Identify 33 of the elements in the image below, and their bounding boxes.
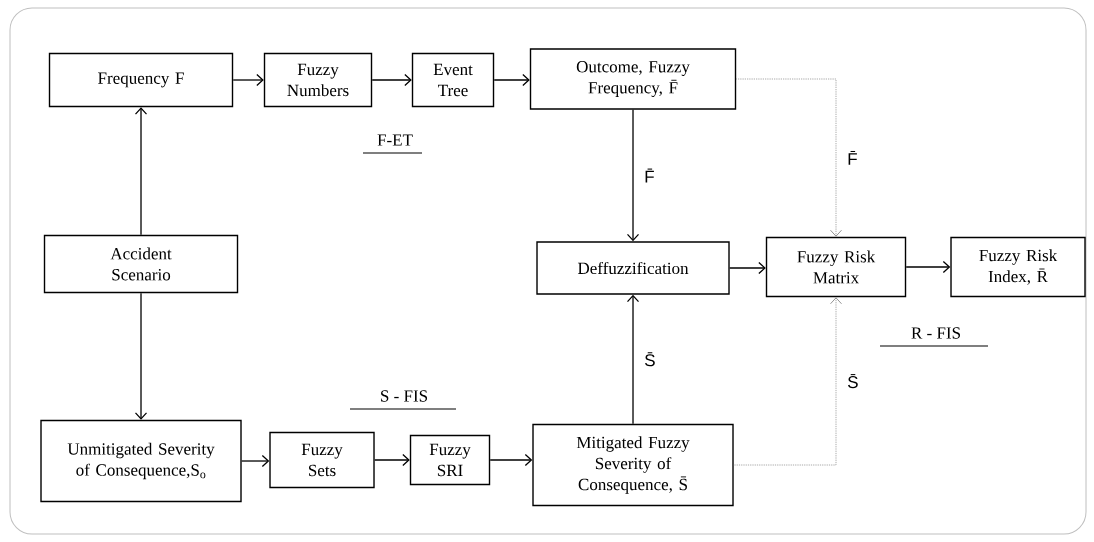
process-box: Mitigated Fuzzy Severity of Consequence, S̄ <box>532 423 734 507</box>
process-box: Unmitigated Severity of Consequence,S$_{o}$ <box>40 419 242 503</box>
section-label: R - FIS <box>879 327 989 347</box>
arrow <box>241 454 270 468</box>
process-box: Fuzzy Risk Index, R̄ <box>950 236 1086 298</box>
edge-label: S̄ <box>643 351 657 368</box>
edge-label: F̄ <box>846 149 859 166</box>
process-box: Fuzzy Sets <box>269 431 375 489</box>
arrow <box>232 73 264 87</box>
arrow <box>735 78 842 237</box>
arrow <box>371 73 412 87</box>
process-box: Frequency F <box>48 52 234 108</box>
arrow <box>134 107 148 236</box>
edge-label: S̄ <box>846 373 860 390</box>
process-box: Fuzzy SRI <box>409 434 491 486</box>
arrow <box>729 261 766 275</box>
process-box: Outcome, Fuzzy Frequency, F̄ <box>529 48 737 110</box>
process-box: Fuzzy Numbers <box>263 52 373 108</box>
process-box: Fuzzy Risk Matrix <box>765 236 907 298</box>
arrow <box>626 109 640 242</box>
arrow <box>733 297 842 466</box>
arrow <box>626 294 640 425</box>
arrow <box>489 453 533 467</box>
arrow <box>374 453 410 467</box>
process-box: Accident Scenario <box>43 234 239 294</box>
arrow <box>134 292 148 420</box>
process-box: Deffuzzification <box>536 241 730 295</box>
arrow <box>905 260 951 274</box>
edge-label: F̄ <box>643 167 656 184</box>
process-box: Event Tree <box>411 52 495 108</box>
arrow <box>493 73 530 87</box>
section-label: S - FIS <box>349 390 457 410</box>
section-label: F-ET <box>362 134 423 154</box>
